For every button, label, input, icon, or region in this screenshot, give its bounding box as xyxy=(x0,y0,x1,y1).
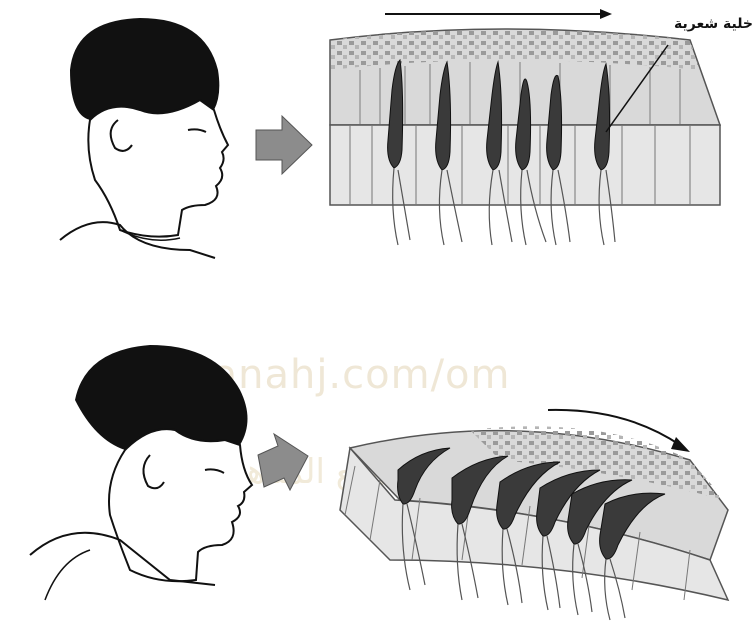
head-tilted xyxy=(30,345,252,600)
straight-arrow-icon xyxy=(385,9,612,19)
hair-cell-label: خلية شعرية xyxy=(665,16,753,32)
down-right-arrow-icon xyxy=(258,434,308,490)
tissue-tilted xyxy=(340,426,728,600)
head-upright xyxy=(60,18,228,258)
right-arrow-icon xyxy=(256,116,312,174)
